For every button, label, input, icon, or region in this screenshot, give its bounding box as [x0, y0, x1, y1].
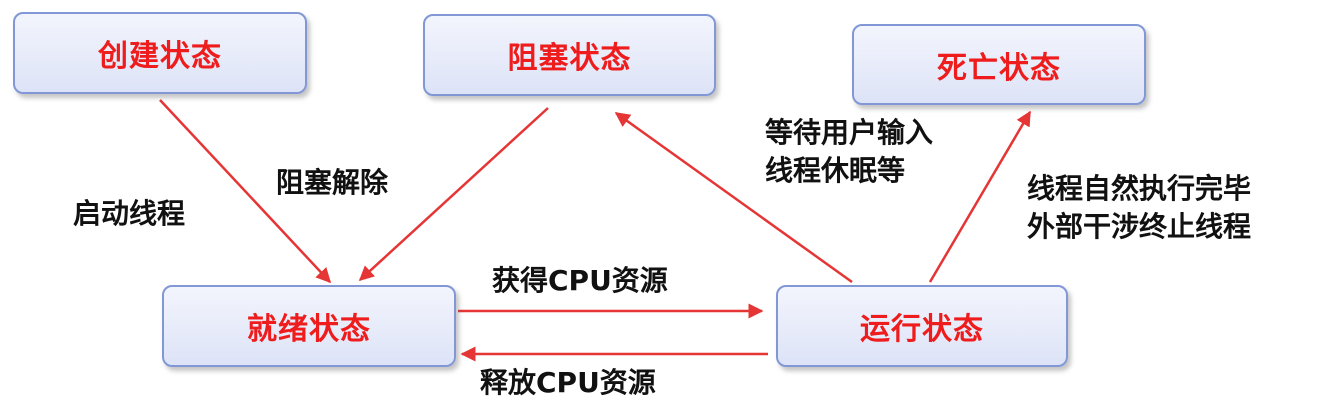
label-acquire-cpu: 获得CPU资源: [492, 264, 668, 297]
label-wait: 等待用户输入 线程休眠等: [765, 114, 933, 190]
label-start-thread: 启动线程: [73, 197, 186, 230]
state-ready-label: 就绪状态: [247, 312, 371, 347]
arrow-blocked-to-ready: [358, 107, 549, 282]
state-create-label: 创建状态: [98, 39, 222, 74]
label-finish-line1: 线程自然执行完毕: [1027, 172, 1252, 205]
state-dead: 死亡状态: [852, 24, 1146, 105]
state-create: 创建状态: [13, 12, 307, 94]
state-ready: 就绪状态: [162, 285, 456, 367]
label-wait-line1: 等待用户输入: [765, 116, 934, 149]
label-unblock: 阻塞解除: [276, 166, 389, 199]
state-blocked-label: 阻塞状态: [507, 41, 632, 76]
label-release-cpu: 释放CPU资源: [480, 366, 656, 399]
label-finish-line2: 外部干涉终止线程: [1027, 210, 1252, 243]
state-blocked: 阻塞状态: [423, 14, 716, 96]
arrow-running-to-dead: [928, 110, 1032, 283]
label-wait-line2: 线程休眠等: [765, 154, 906, 187]
arrow-create-to-ready: [159, 99, 332, 284]
state-dead-label: 死亡状态: [937, 50, 1061, 86]
state-running: 运行状态: [776, 285, 1068, 367]
state-running-label: 运行状态: [860, 312, 984, 347]
label-finish: 线程自然执行完毕 外部干涉终止线程: [1027, 170, 1251, 246]
arrow-running-to-blocked: [614, 111, 853, 284]
